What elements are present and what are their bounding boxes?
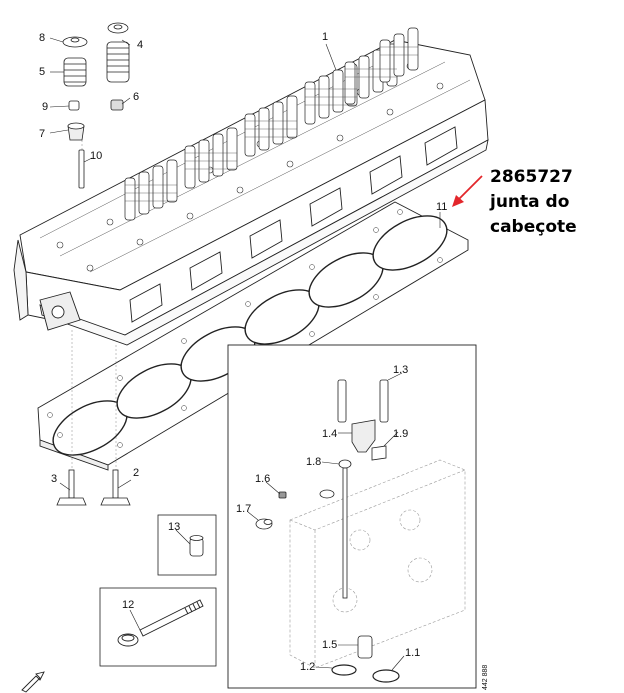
seal-ring-1-2 <box>331 664 357 676</box>
direction-arrow-icon <box>21 671 45 693</box>
dowel-sleeve-13 <box>189 535 204 557</box>
callout-3: 3 <box>51 473 57 485</box>
spring-coils <box>125 46 418 202</box>
bracket-1-9 <box>371 445 387 461</box>
callout-10: 10 <box>90 150 102 162</box>
callout-1-7: 1.7 <box>236 503 251 515</box>
callout-9: 9 <box>42 101 48 113</box>
callout-1-1: 1.1 <box>405 647 420 659</box>
head-bolt-12 <box>117 599 204 647</box>
callout-1-6: 1.6 <box>255 473 270 485</box>
o-ring-1-1 <box>372 669 400 683</box>
callout-labels: 1 2 3 4 5 6 7 8 9 10 11 12 13 1.1 1.2 1.… <box>39 31 447 673</box>
callout-2: 2 <box>133 467 139 479</box>
inset-box-13 <box>157 514 217 576</box>
callout-1: 1 <box>322 31 328 43</box>
callout-1-4: 1.4 <box>322 428 337 440</box>
cup-1-7 <box>255 489 335 530</box>
callout-1-5: 1.5 <box>322 639 337 651</box>
spring-retainer-4 <box>107 22 129 34</box>
callout-12: 12 <box>122 599 134 611</box>
plug-1-6 <box>278 491 287 499</box>
valve-stem-seal-7 <box>67 122 85 141</box>
nut-1-8 <box>338 459 352 599</box>
callout-13: 13 <box>168 521 180 533</box>
injector-sleeve-1-4 <box>351 419 376 453</box>
callout-4: 4 <box>137 39 143 51</box>
spring-seat-8 <box>62 36 88 48</box>
callout-5: 5 <box>39 66 45 78</box>
valve-keeper-9 <box>68 100 80 111</box>
callout-6: 6 <box>133 91 139 103</box>
annotation-description-line1: junta do <box>489 192 569 212</box>
callout-1-3: 1.3 <box>393 364 408 376</box>
valve-spring-4 <box>106 41 130 83</box>
annotation-part-number: 2865727 <box>490 167 573 187</box>
head-section-detail <box>289 459 466 669</box>
annotation-arrow-icon <box>452 175 483 207</box>
valve-spring-5 <box>63 57 87 87</box>
callout-1-8: 1.8 <box>306 456 321 468</box>
sleeve-1-5 <box>357 635 373 659</box>
callout-leaders <box>49 37 441 671</box>
callout-7: 7 <box>39 128 45 140</box>
annotation-description-line2: cabeçote <box>490 217 577 237</box>
valve-guide-10 <box>78 149 85 189</box>
callout-11: 11 <box>436 201 447 213</box>
drawing-code: 442 888 <box>482 665 489 690</box>
callout-1-2: 1.2 <box>300 661 315 673</box>
head-gasket <box>37 201 469 471</box>
callout-8: 8 <box>39 32 45 44</box>
valve-3 <box>56 469 87 506</box>
inset-box-detail <box>227 344 477 689</box>
callout-1-9: 1.9 <box>393 428 408 440</box>
valve-2 <box>100 469 131 506</box>
guide-1-3 <box>337 379 389 423</box>
rotator-6 <box>110 99 124 111</box>
